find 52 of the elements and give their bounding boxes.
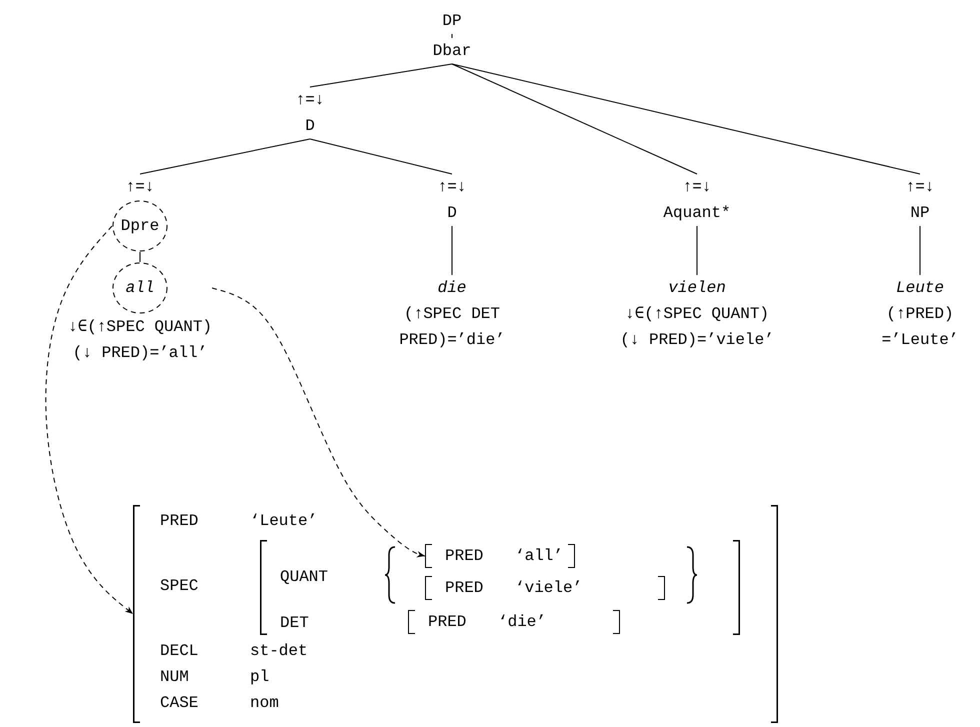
functional-annotation: ↓∈(↑SPEC QUANT) [624,304,770,325]
dashed-arrow [45,226,134,614]
functional-annotation: ↓∈(↑SPEC QUANT) [68,317,212,338]
attribute-name: PRED [445,578,484,599]
attribute-value: ‘die’ [498,612,546,633]
category-label: Dbar [432,41,472,62]
attribute-name: QUANT [280,567,328,588]
attribute-name: DECL [160,641,198,662]
tree-branch [310,138,452,174]
word: vielen [668,278,726,299]
category-label: DP [442,11,462,32]
functional-annotation: ↑=↓ [126,177,154,198]
attribute-value: st-det [250,641,308,662]
attribute-value-matrix [133,505,778,723]
functional-annotation: (↑SPEC DET PRED)=’die’ [398,304,506,351]
category-label: Aquant* [663,203,731,224]
tree-branch [140,138,310,174]
attribute-name: SPEC [160,576,198,597]
functional-annotation: ↑=↓ [906,177,934,198]
word: all [126,278,154,299]
functional-annotation: ↑=↓ [438,177,466,198]
functional-annotation: (↓ PRED)=’all’ [72,343,208,364]
functional-annotation: ↑=↓ [682,177,712,198]
attribute-name: NUM [160,667,189,688]
attribute-name: DET [280,613,309,634]
attribute-value: ‘Leute’ [250,511,318,532]
attribute-value-matrix [425,576,665,600]
attribute-value: pl [250,667,270,688]
attribute-name: PRED [160,511,198,532]
word: Leute [896,278,944,299]
attribute-name: PRED [428,612,466,633]
category-label: D [447,203,457,224]
attribute-value: ‘all’ [515,546,564,567]
tree-branch [310,64,452,88]
category-label: Dpre [120,216,160,237]
category-label: D [305,116,315,137]
category-label: NP [910,203,930,224]
attribute-value: nom [250,693,279,714]
tree-branch [452,64,920,174]
attribute-value-matrix [408,610,620,634]
functional-annotation: (↑PRED) =’Leute’ [880,304,960,351]
attribute-name: CASE [160,693,198,714]
tree-branch [696,226,698,276]
attribute-value-matrix [260,540,740,635]
attribute-value: ‘viele’ [515,578,582,599]
attribute-value-matrix [425,544,575,568]
attribute-name: PRED [445,546,484,567]
functional-annotation: ↑=↓ [296,90,324,111]
tree-branch [452,64,698,174]
word: die [438,278,466,299]
dashed-arrow [212,288,426,558]
functional-annotation: (↓ PRED)=’viele’ [620,330,774,351]
